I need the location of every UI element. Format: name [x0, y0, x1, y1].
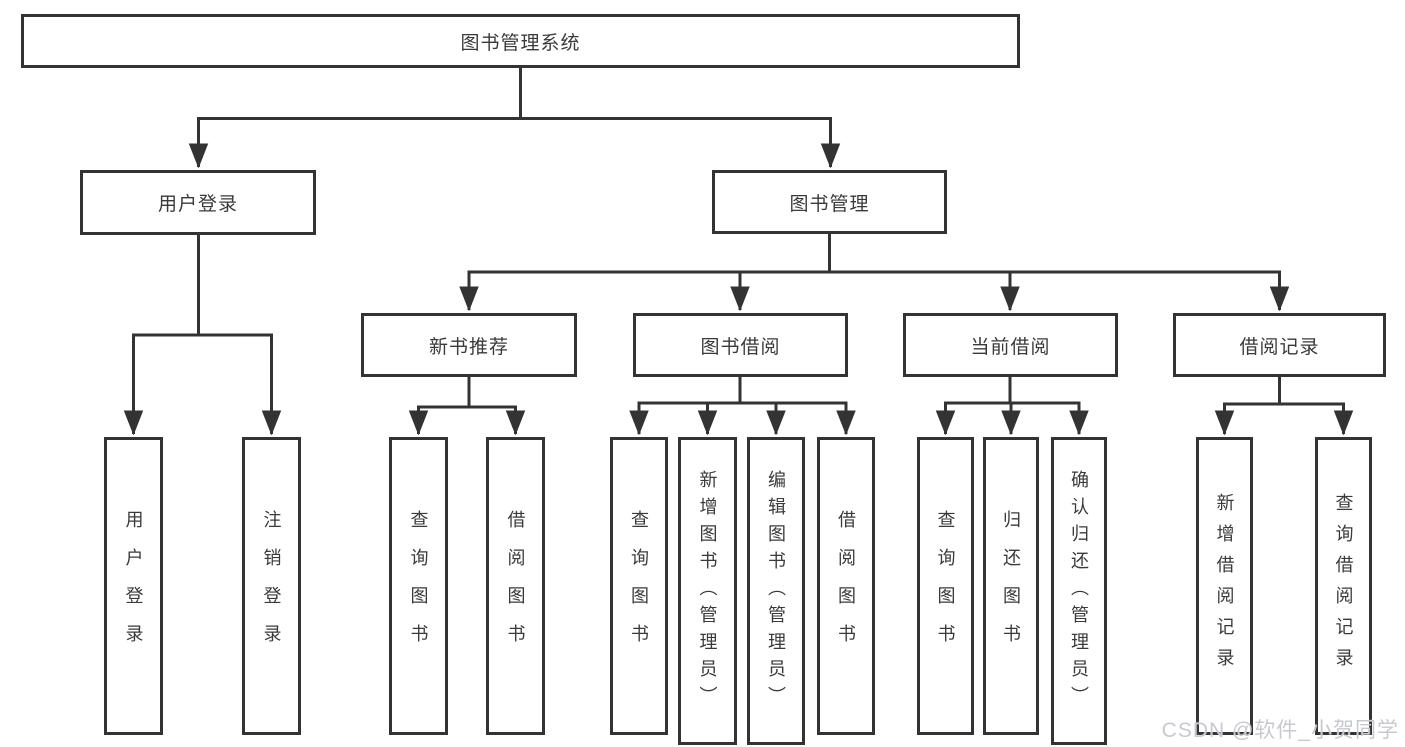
node-bb-edit-books-admin: 编辑图书（管理员）: [747, 437, 805, 745]
node-bb-query-books: 查询图书: [610, 437, 668, 735]
node-book-management: 图书管理: [712, 170, 947, 234]
node-root: 图书管理系统: [21, 14, 1020, 68]
node-nbr-borrow-books: 借阅图书: [486, 437, 545, 735]
node-cb-return-books: 归还图书: [983, 437, 1039, 735]
node-bb-borrow-books: 借阅图书: [817, 437, 875, 735]
node-br-query-record: 查询借阅记录: [1315, 437, 1372, 735]
node-br-add-record: 新增借阅记录: [1196, 437, 1253, 735]
node-new-book-recommend: 新书推荐: [361, 313, 577, 377]
node-user-login-action: 用户登录: [104, 437, 163, 735]
node-user-login: 用户登录: [80, 170, 316, 235]
node-logout-action: 注销登录: [242, 437, 301, 735]
node-book-borrow: 图书借阅: [633, 313, 848, 377]
watermark: CSDN @软件_小贺同学: [1161, 719, 1399, 742]
node-cb-query-books: 查询图书: [917, 437, 974, 735]
node-current-borrow: 当前借阅: [903, 313, 1118, 377]
node-nbr-query-books: 查询图书: [389, 437, 448, 735]
node-cb-confirm-return-admin: 确认归还（管理员）: [1051, 437, 1107, 745]
node-bb-add-books-admin: 新增图书（管理员）: [678, 437, 737, 745]
node-borrow-records: 借阅记录: [1173, 313, 1386, 377]
